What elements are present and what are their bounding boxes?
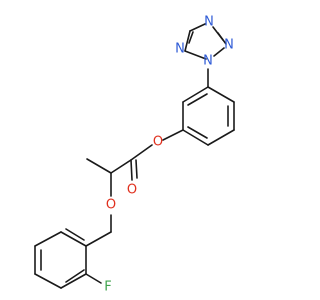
bonds [34, 23, 235, 289]
bond [188, 31, 194, 44]
bond [213, 47, 225, 57]
atom-label-oxygen: O [127, 183, 137, 198]
atom-label-oxygen: O [106, 198, 116, 213]
atom-labels: N N N N O O O F [104, 15, 234, 295]
atom-label-nitrogen: N [204, 15, 214, 30]
atom-label-nitrogen: N [203, 54, 213, 69]
bond [34, 231, 62, 247]
atom-label-fluorine: F [104, 280, 111, 295]
bond [65, 269, 85, 283]
bond [60, 231, 87, 247]
bond [189, 23, 206, 32]
bond [65, 228, 85, 241]
bond [86, 158, 112, 174]
bond [182, 86, 209, 103]
bond [182, 129, 209, 146]
bond [184, 30, 191, 52]
bond [130, 159, 133, 181]
bond [85, 231, 112, 247]
bond [184, 50, 207, 60]
bond [187, 126, 208, 139]
bond [60, 273, 87, 289]
bond [85, 273, 102, 284]
bond [162, 129, 184, 141]
bond [110, 159, 132, 174]
atom-label-nitrogen: N [224, 38, 234, 53]
bond [34, 273, 62, 289]
bond [187, 93, 208, 106]
bond [217, 32, 227, 45]
bond [135, 159, 138, 179]
bond [207, 86, 235, 103]
atom-label-oxygen: O [153, 135, 163, 150]
molecule-structure: N N N N O O O F [34, 15, 235, 295]
bond [207, 129, 235, 146]
bond [130, 144, 153, 161]
atom-label-nitrogen: N [175, 42, 185, 57]
